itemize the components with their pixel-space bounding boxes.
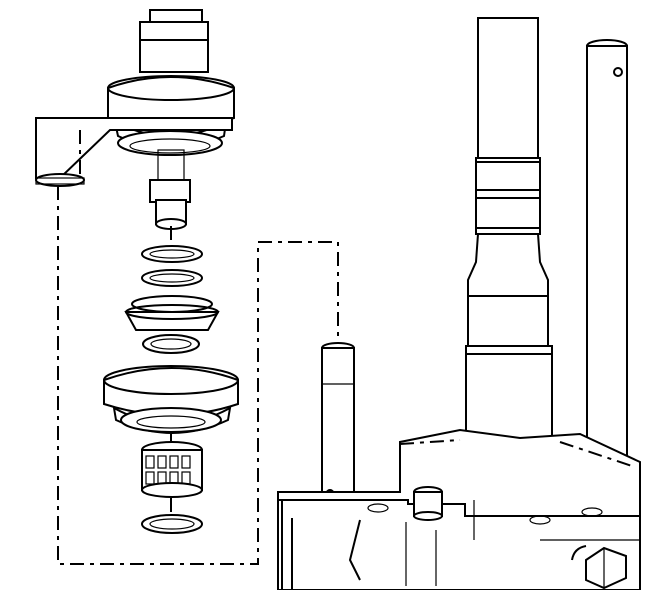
snap-ring-upper <box>141 245 203 263</box>
drain-plug <box>571 545 627 590</box>
thrust-washer <box>141 514 203 534</box>
tapered-roller-bearing <box>124 295 220 331</box>
gear-cluster <box>107 75 235 156</box>
bearing-spacer <box>142 334 200 354</box>
pinion-gear <box>139 9 209 73</box>
snap-ring-lower <box>141 269 203 287</box>
assembly-leader-lines <box>57 186 339 565</box>
shaft-collar <box>149 149 191 230</box>
removal-tool <box>35 117 233 187</box>
locating-dowel <box>413 486 443 521</box>
housing <box>277 428 641 590</box>
alignment-pin <box>321 342 355 507</box>
helical-gear <box>103 365 239 434</box>
needle-roller-bearing <box>141 441 203 498</box>
